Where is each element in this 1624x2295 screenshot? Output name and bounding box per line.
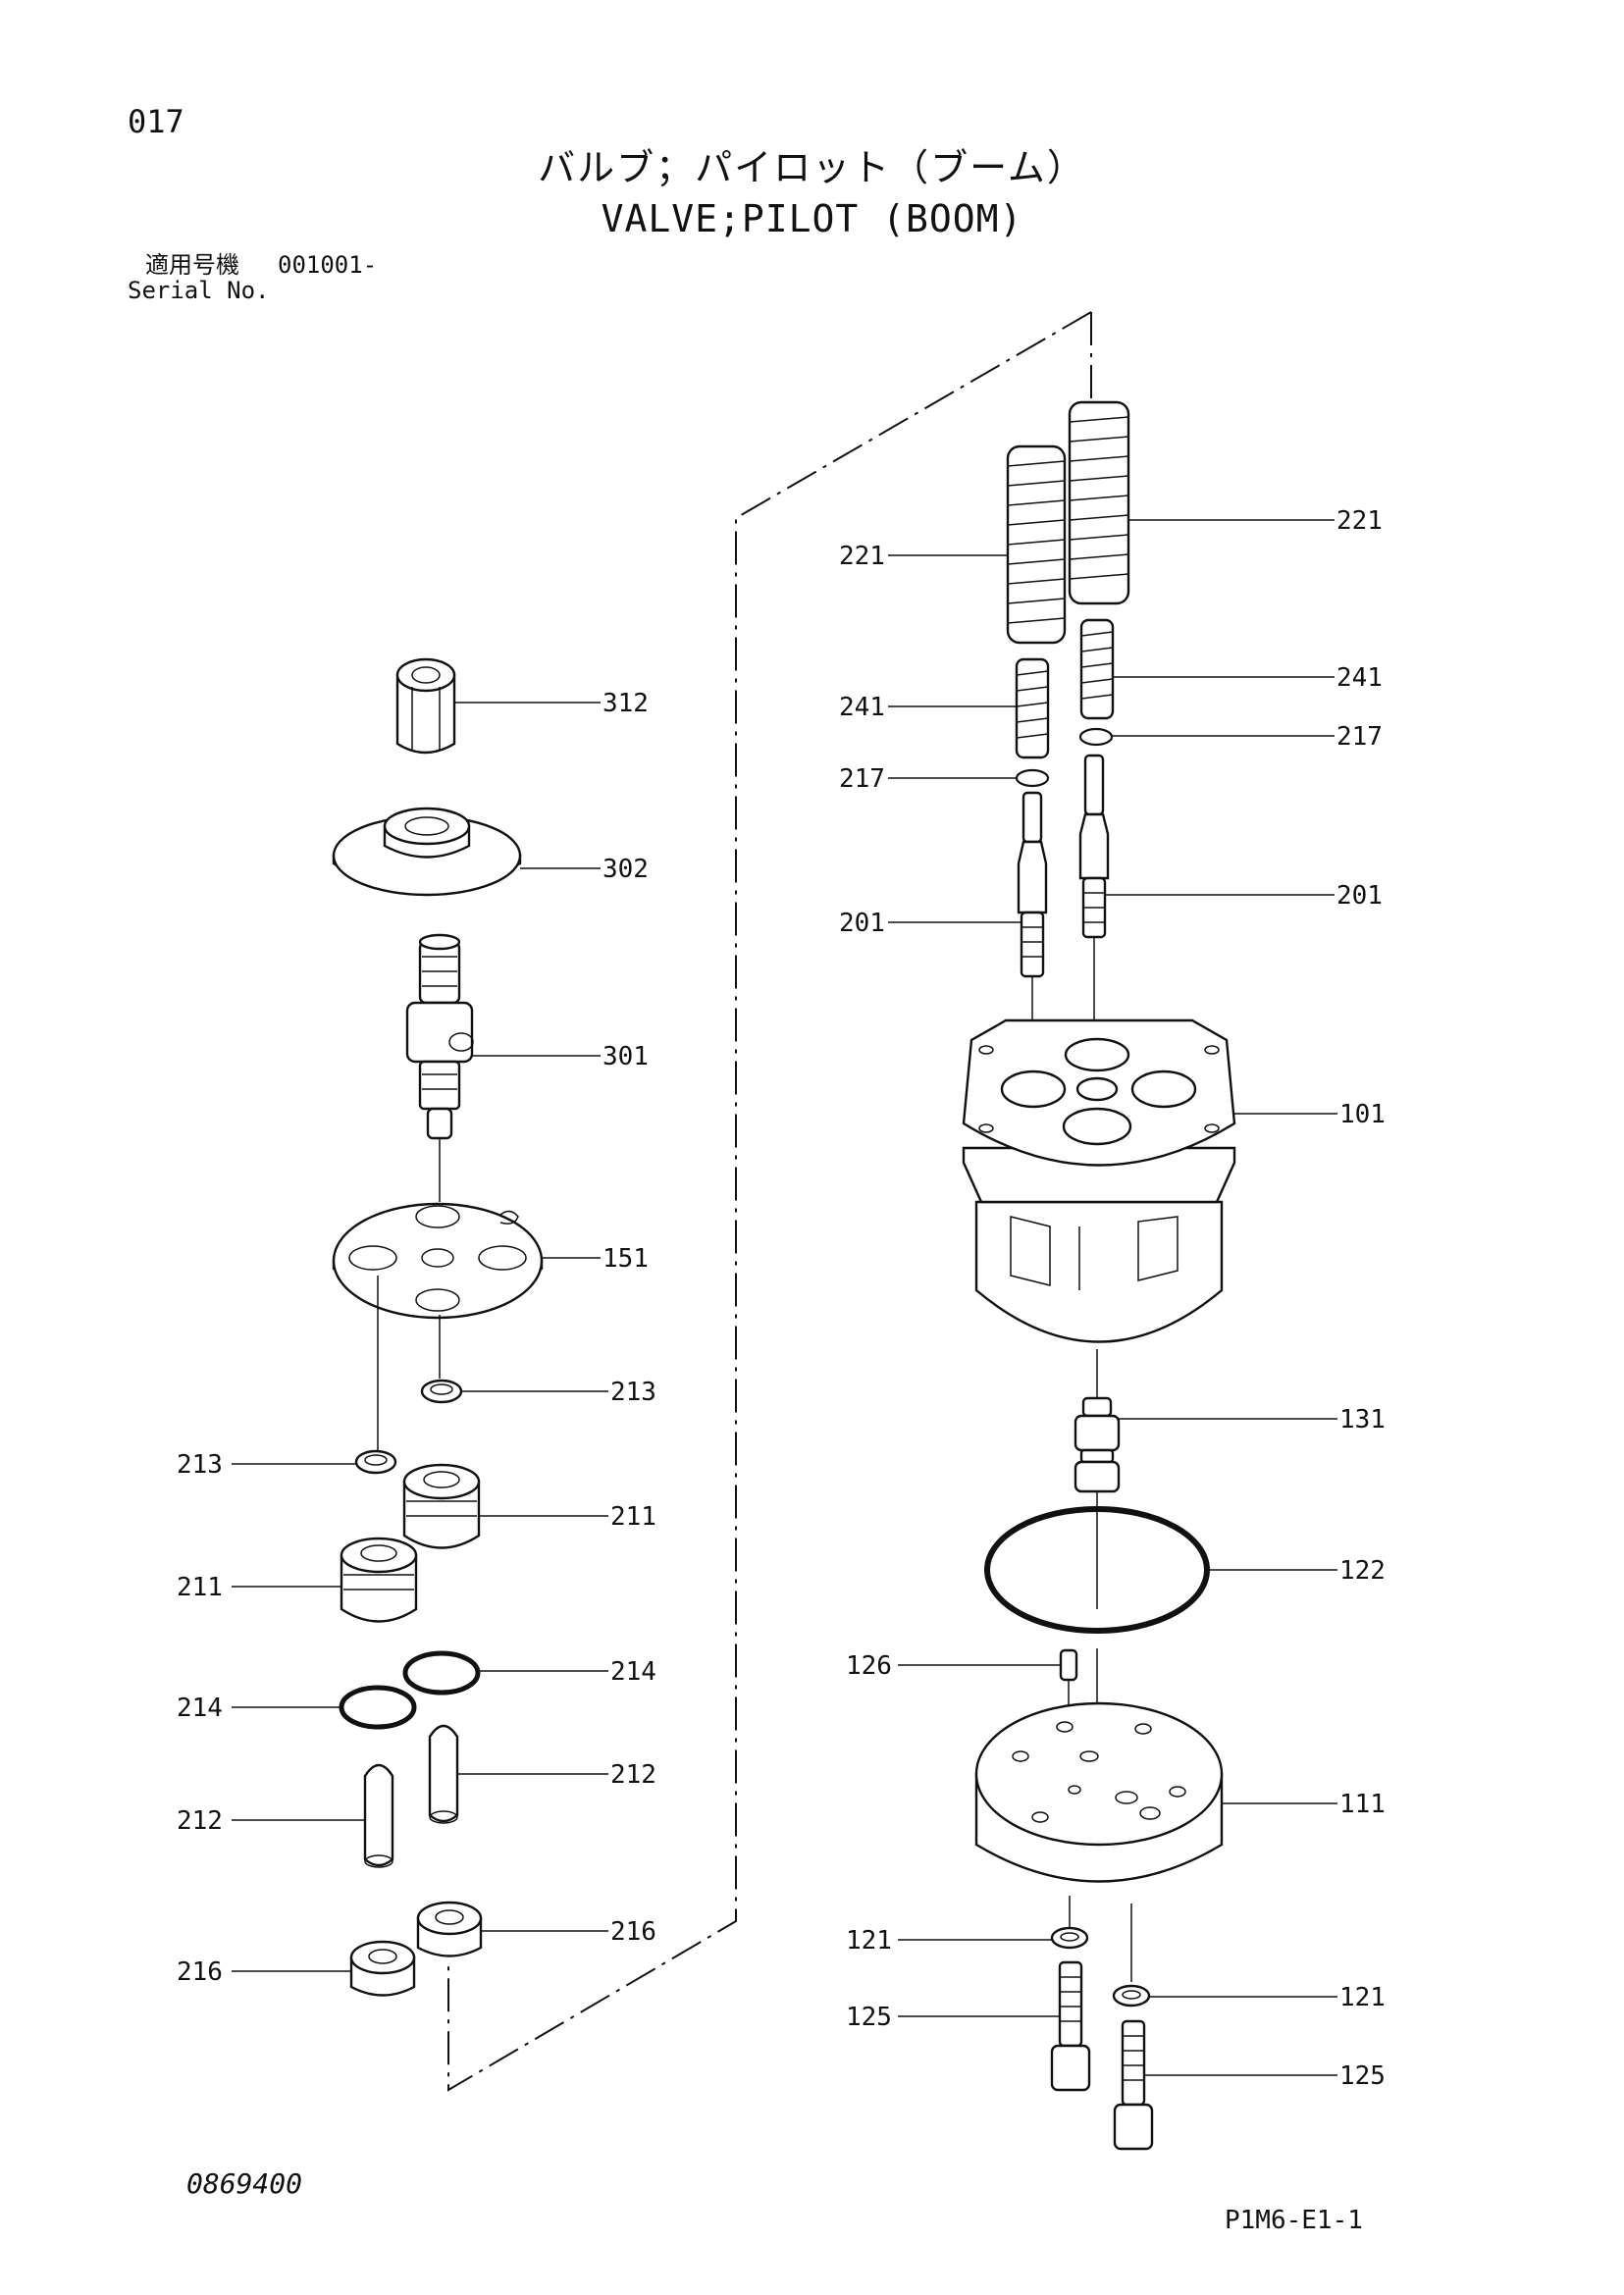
callout-301: 301 bbox=[602, 1042, 649, 1071]
part-101-casing bbox=[962, 1018, 1236, 1343]
callout-131: 131 bbox=[1339, 1405, 1386, 1434]
part-213-seal-lower bbox=[354, 1449, 397, 1475]
part-301-universal-joint bbox=[405, 933, 474, 1140]
serial-label-en: Serial No. bbox=[128, 277, 270, 304]
part-125-bolt-left bbox=[1050, 1960, 1091, 2092]
serial-range: 001001- bbox=[278, 251, 378, 279]
callout-125-left: 125 bbox=[846, 2003, 892, 2032]
part-213-seal-upper bbox=[420, 1379, 463, 1404]
callout-211-right: 211 bbox=[610, 1502, 656, 1532]
callout-241-left: 241 bbox=[839, 693, 885, 722]
page-title-en: VALVE;PILOT (BOOM) bbox=[601, 197, 1023, 240]
part-221-spring-left bbox=[1006, 444, 1067, 645]
part-211-plug-upper bbox=[402, 1463, 481, 1549]
callout-111: 111 bbox=[1339, 1790, 1386, 1819]
part-221-spring-right bbox=[1068, 400, 1130, 605]
part-121-seal-right bbox=[1112, 1984, 1151, 2008]
part-212-pin-lower bbox=[363, 1763, 394, 1868]
callout-121-left: 121 bbox=[846, 1926, 892, 1956]
part-214-o-ring-upper bbox=[402, 1650, 481, 1695]
drawing-number: 0869400 bbox=[186, 2167, 303, 2200]
callout-221-right: 221 bbox=[1336, 506, 1383, 536]
part-201-spool-left bbox=[1017, 791, 1048, 978]
assembly-boundary-line bbox=[447, 311, 1092, 2092]
callout-216-left: 216 bbox=[177, 1957, 223, 1987]
part-241-spring-right bbox=[1079, 618, 1115, 720]
part-214-o-ring-lower bbox=[339, 1685, 417, 1730]
callout-122: 122 bbox=[1339, 1556, 1386, 1586]
callout-151: 151 bbox=[602, 1244, 649, 1274]
callout-214-left: 214 bbox=[177, 1694, 223, 1723]
part-151-plate bbox=[332, 1202, 544, 1320]
part-217-washer-right bbox=[1078, 727, 1114, 747]
leader-lines bbox=[232, 519, 1337, 2076]
page-title-jp: バルブ；パイロット（ブーム） bbox=[538, 146, 1086, 189]
callout-217-right: 217 bbox=[1336, 722, 1383, 752]
part-212-pin-upper bbox=[428, 1724, 459, 1824]
page-code: P1M6-E1-1 bbox=[1225, 2206, 1363, 2235]
part-125-bolt-right bbox=[1113, 2019, 1154, 2151]
part-302-cam-plate bbox=[332, 807, 522, 897]
callout-216-right: 216 bbox=[610, 1917, 656, 1947]
part-126-pin bbox=[1059, 1648, 1078, 1682]
part-201-spool-right bbox=[1078, 754, 1110, 939]
part-217-washer-left bbox=[1015, 768, 1050, 788]
callout-312: 312 bbox=[602, 689, 649, 718]
callout-212-left: 212 bbox=[177, 1806, 223, 1836]
callout-212-right: 212 bbox=[610, 1760, 656, 1790]
callout-302: 302 bbox=[602, 855, 649, 884]
serial-label-jp: 適用号機 bbox=[145, 251, 239, 279]
callout-101: 101 bbox=[1339, 1100, 1386, 1129]
callout-126: 126 bbox=[846, 1651, 892, 1681]
page-number: 017 bbox=[128, 103, 184, 140]
part-131-plug bbox=[1074, 1396, 1121, 1493]
part-121-seal-left bbox=[1050, 1926, 1089, 1950]
callout-121-right: 121 bbox=[1339, 1983, 1386, 2012]
callout-211-left: 211 bbox=[177, 1573, 223, 1602]
part-111-port-plate bbox=[974, 1701, 1224, 1883]
callout-201-right: 201 bbox=[1336, 881, 1383, 911]
callout-125-right: 125 bbox=[1339, 2061, 1386, 2091]
part-241-spring-left bbox=[1015, 657, 1050, 759]
callout-214-right: 214 bbox=[610, 1657, 656, 1687]
part-216-nut-upper bbox=[416, 1901, 483, 1957]
callout-241-right: 241 bbox=[1336, 663, 1383, 693]
part-216-nut-lower bbox=[349, 1940, 416, 1997]
callout-217-left: 217 bbox=[839, 764, 885, 794]
callout-221-left: 221 bbox=[839, 542, 885, 571]
callout-213-left: 213 bbox=[177, 1450, 223, 1480]
callout-213-right: 213 bbox=[610, 1378, 656, 1407]
part-211-plug-lower bbox=[340, 1537, 418, 1623]
callout-201-left: 201 bbox=[839, 909, 885, 938]
part-312-hex-coupling bbox=[395, 657, 456, 755]
